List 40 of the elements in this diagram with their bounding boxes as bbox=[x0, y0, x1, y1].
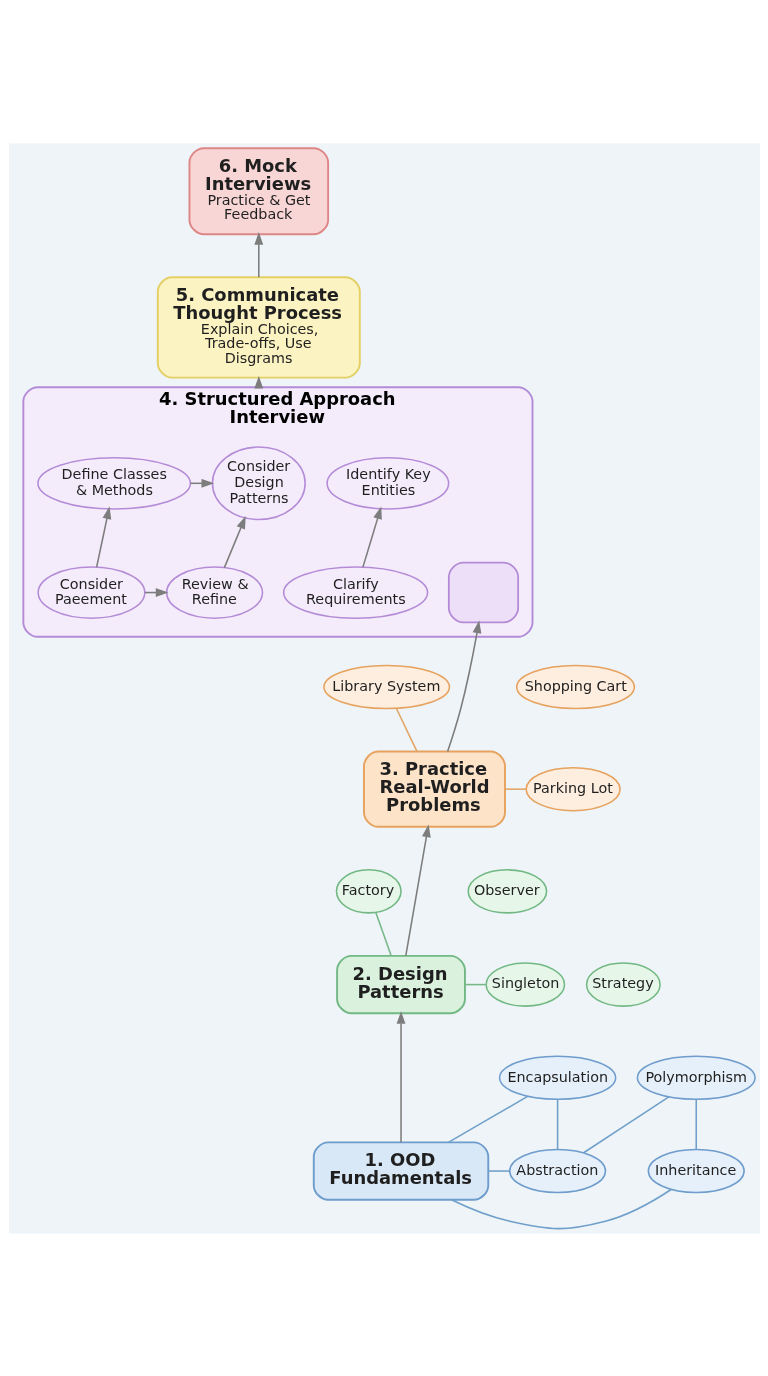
node-box: 1. OOD Fundamentals bbox=[312, 1140, 489, 1201]
node-ellipse: Abstraction bbox=[508, 1148, 606, 1193]
connector bbox=[694, 1098, 697, 1150]
node-box: 6. Mock Interviews Practice & Get Feedback bbox=[188, 146, 329, 235]
node-ellipse: Polymorphism bbox=[636, 1055, 756, 1100]
node-ellipse: Observer bbox=[466, 868, 547, 914]
connector bbox=[395, 707, 418, 752]
connector bbox=[487, 1169, 510, 1172]
arrow bbox=[404, 824, 431, 956]
node-box bbox=[447, 561, 519, 623]
node-box: 2. Design Patterns bbox=[335, 954, 466, 1014]
node-ellipse: Parking Lot bbox=[524, 766, 621, 811]
arrow bbox=[446, 619, 481, 752]
node-ellipse: Review & Refine bbox=[165, 565, 263, 619]
node-ellipse: Factory bbox=[335, 868, 402, 914]
node-ellipse: Consider Design Patterns bbox=[211, 445, 306, 520]
node-ellipse: Define Classes & Methods bbox=[36, 456, 191, 510]
connector bbox=[374, 911, 392, 956]
node-ellipse: Singleton bbox=[484, 961, 565, 1007]
node-ellipse: Encapsulation bbox=[498, 1055, 616, 1100]
connector bbox=[450, 1188, 672, 1229]
arrow bbox=[396, 1010, 405, 1143]
arrow bbox=[361, 505, 382, 568]
connector bbox=[447, 1095, 528, 1143]
arrow bbox=[223, 515, 246, 568]
node-box: 3. Practice Real-World Problems bbox=[362, 750, 506, 828]
arrow bbox=[95, 505, 111, 568]
node-ellipse: Clarify Requirements bbox=[282, 565, 428, 619]
node-ellipse: Library System bbox=[322, 664, 450, 709]
node-ellipse: Identify Key Entities bbox=[325, 456, 449, 510]
node-ellipse: Strategy bbox=[585, 961, 661, 1007]
connector bbox=[582, 1095, 670, 1154]
node-box: 5. Communicate Thought Process Explain Choices, Trade-offs, Use Disgrams bbox=[156, 275, 361, 379]
connector bbox=[556, 1098, 558, 1150]
connector bbox=[504, 787, 527, 790]
connector bbox=[463, 983, 487, 985]
node-ellipse: Shopping Cart bbox=[515, 664, 635, 709]
arrow bbox=[253, 231, 263, 278]
node-ellipse: Inheritance bbox=[647, 1148, 745, 1193]
node-ellipse: Consider Paeement bbox=[36, 565, 146, 619]
